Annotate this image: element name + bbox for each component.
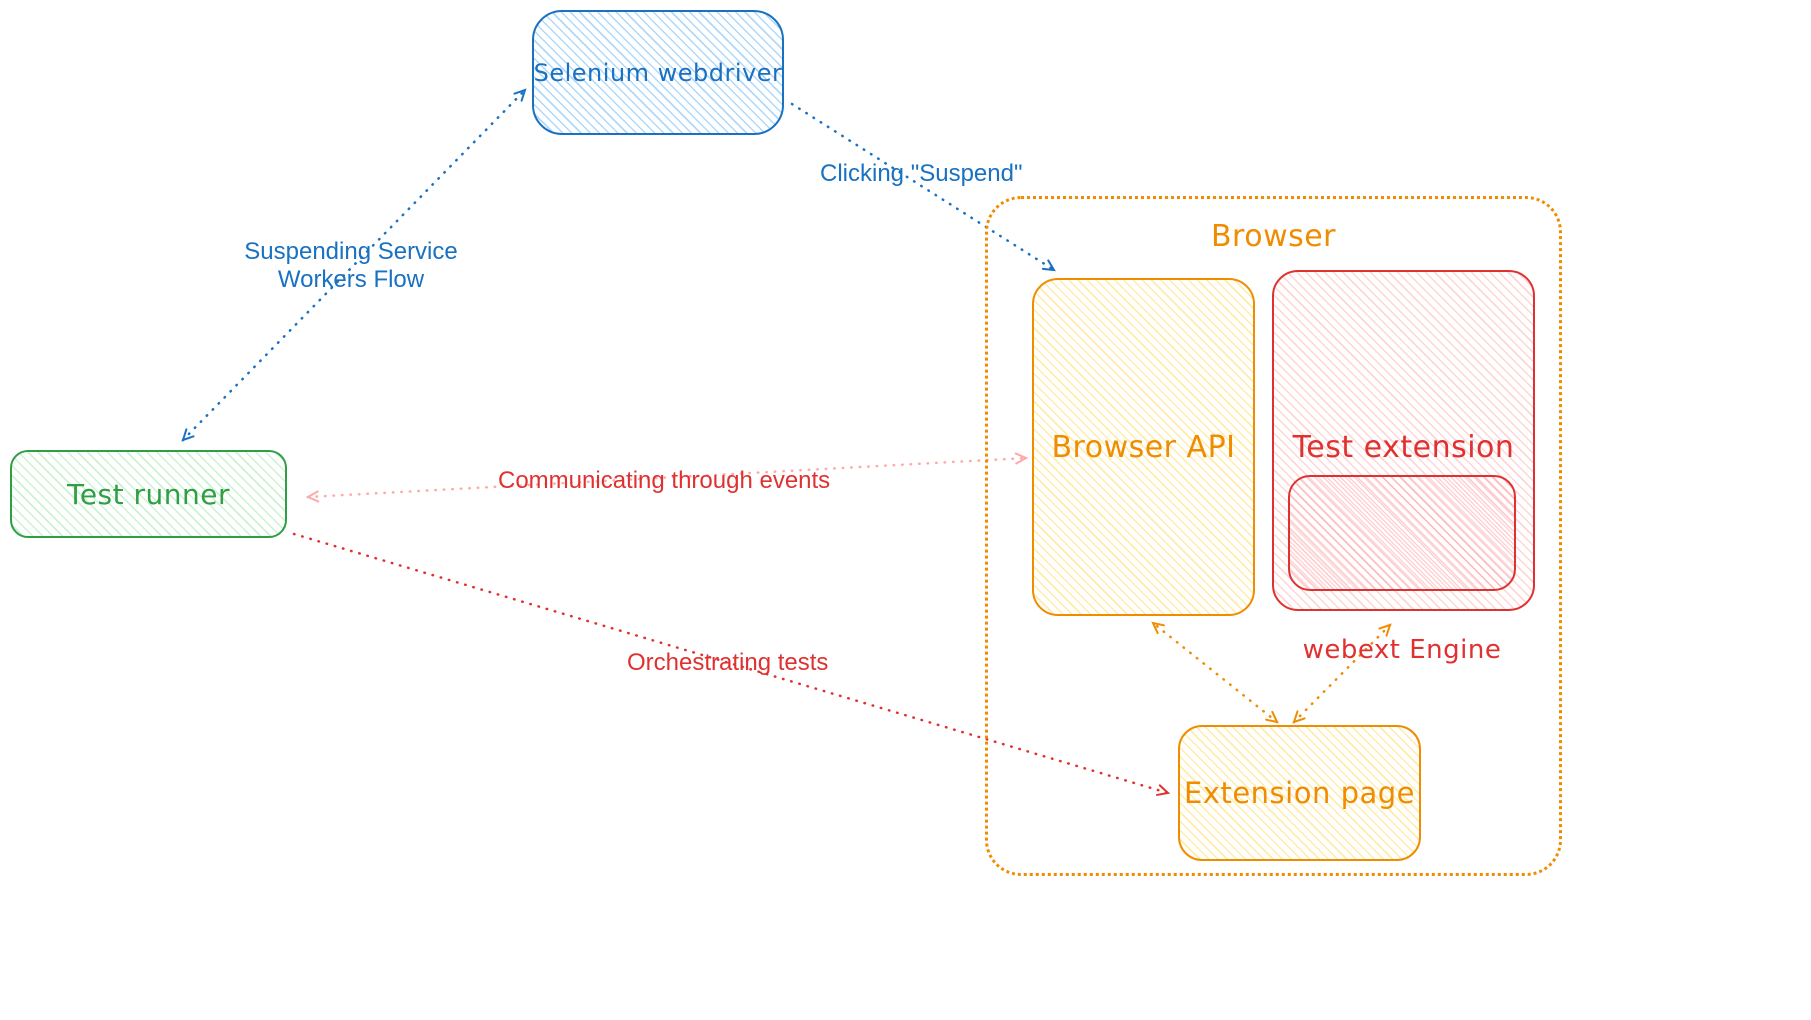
edge-label-communicating-through-events: Communicating through events [498, 467, 831, 494]
edge-label-suspending-line2: Workers Flow [277, 266, 425, 293]
node-selenium-webdriver: Selenium webdriver [532, 10, 784, 135]
node-test-runner-label: Test runner [66, 477, 231, 511]
edge-label-suspending-service-workers-flow: Suspending Service Workers Flow [240, 238, 462, 294]
node-test-extension-label: Test extension [1292, 430, 1515, 465]
browser-label: Browser [1210, 219, 1337, 254]
node-extension-page: Extension page [1178, 725, 1421, 861]
node-webext-engine: webext Engine [1288, 475, 1516, 665]
edge-label-orchestrating-tests: Orchestrating tests [627, 649, 829, 676]
container-browser: Browser [985, 196, 1562, 876]
edge-label-clicking-suspend: Clicking "Suspend" [820, 160, 1023, 187]
edge-label-suspending-line1: Suspending Service [244, 238, 458, 265]
node-browser-api: Browser API [1032, 278, 1255, 616]
node-test-extension: Test extension webext Engine [1272, 270, 1535, 665]
node-extension-page-label: Extension page [1183, 776, 1415, 810]
node-selenium-webdriver-label: Selenium webdriver [533, 58, 783, 87]
node-test-runner: Test runner [10, 450, 287, 538]
node-browser-api-label: Browser API [1051, 429, 1236, 465]
node-webext-engine-label: webext Engine [1302, 635, 1502, 665]
